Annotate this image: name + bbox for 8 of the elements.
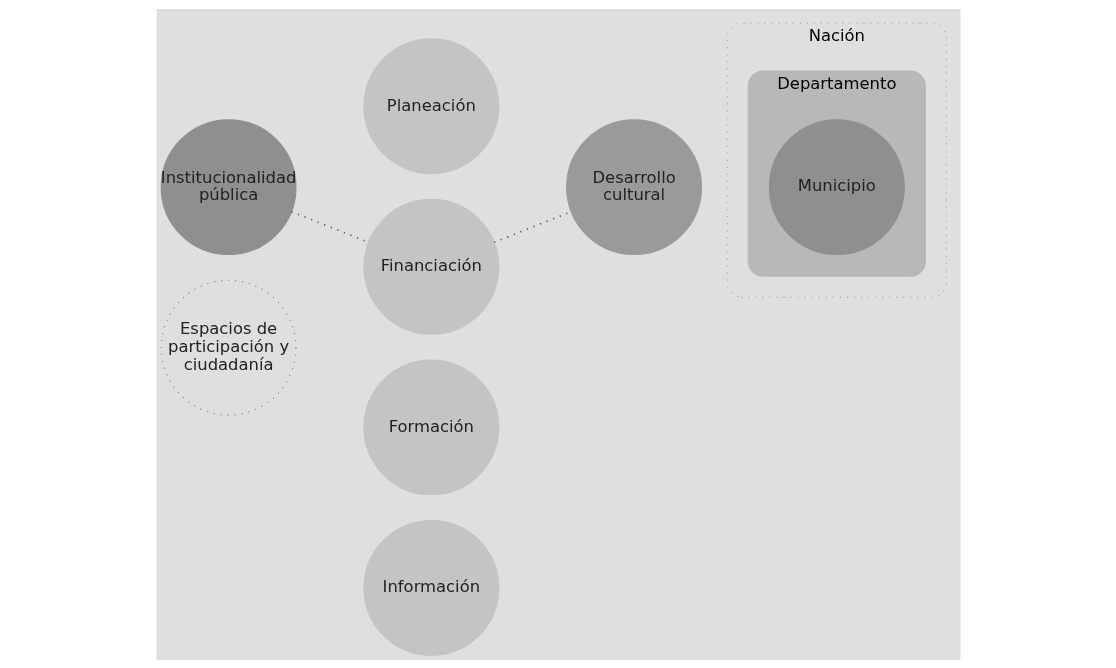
node-circle: Institucionalidad pública: [160, 118, 297, 255]
node-circle: Planeación: [362, 37, 499, 174]
node-circle: Formación: [362, 358, 499, 495]
node-circle: Desarrollo cultural: [565, 118, 702, 255]
node-circle: Información: [362, 519, 499, 656]
node-circle: Espacios de participación y ciudadanía: [160, 279, 297, 416]
node-circle: Financiación: [362, 198, 499, 335]
node-circle: Municipio: [768, 118, 905, 255]
